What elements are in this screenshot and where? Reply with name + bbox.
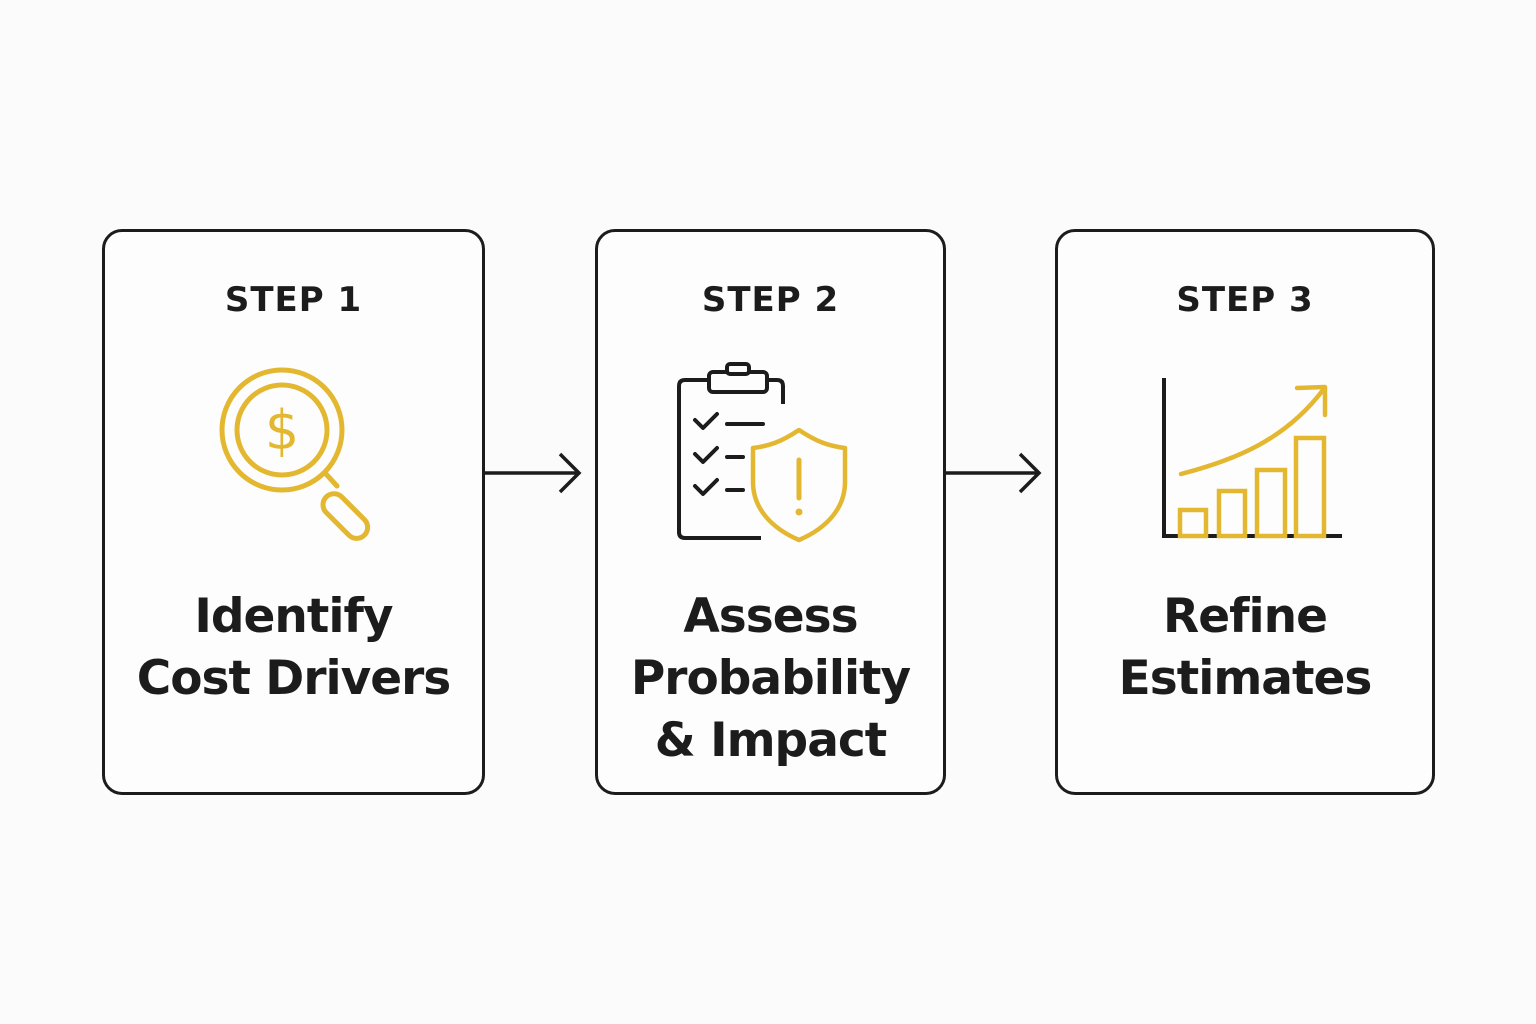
step-1-title: Identify Cost Drivers [105,586,482,710]
step-2-title-line: Assess [683,589,858,644]
step-2-title: Assess Probability & Impact [598,586,943,772]
step-1-label: STEP 1 [224,280,363,320]
step-3-label: STEP 3 [1176,280,1314,320]
growth-chart-icon [1162,378,1342,539]
step-2-label: STEP 2 [701,280,840,320]
magnifier-dollar-icon: $ [219,367,370,541]
step-3-title-line: Refine [1163,589,1328,644]
step-2-title-line: & Impact [654,713,888,768]
step-2-title-line: Probability [630,651,911,706]
clipboard-shield-icon [676,362,847,543]
step-2-card: STEP 2 Assess Probability & Impact [595,229,946,795]
step-3-title: Refine Estimates [1058,586,1432,710]
step-3-card: STEP 3 Refine Estimates [1055,229,1435,795]
svg-text:$: $ [264,399,298,462]
step-3-title-line: Estimates [1118,651,1373,706]
step-1-title-line: Cost Drivers [136,651,452,706]
step-1-title-line: Identify [194,589,393,644]
arrow-right-icon [944,452,1042,494]
arrow-right-icon [484,452,582,494]
step-1-card: STEP 1 $ Identify Cost Drivers [102,229,485,795]
